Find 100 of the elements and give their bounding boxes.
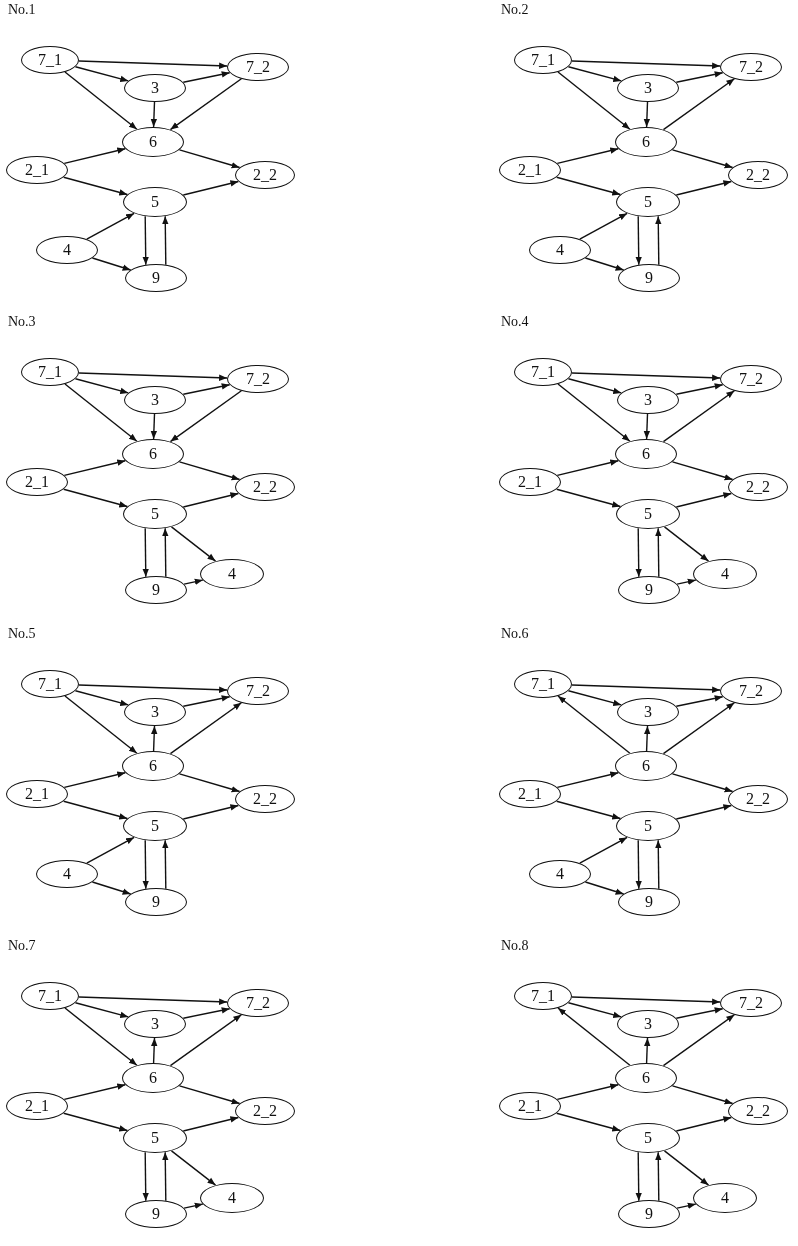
arrow — [169, 390, 243, 443]
ellipse-node: 5 — [616, 499, 680, 529]
ellipse-node: 6 — [615, 439, 677, 469]
arrow — [74, 66, 129, 82]
arrow — [64, 71, 138, 130]
ellipse-node: 2_1 — [6, 156, 68, 184]
ellipse-node: 7_1 — [21, 982, 79, 1010]
arrow — [64, 383, 138, 442]
arrow — [675, 71, 724, 83]
ellipse-node: 9 — [618, 264, 680, 292]
ellipse-node: 9 — [125, 264, 187, 292]
arrow — [671, 773, 734, 793]
arrow — [557, 71, 631, 130]
arrow — [182, 492, 240, 508]
arrow — [567, 690, 622, 706]
arrow — [567, 66, 622, 82]
ellipse-node: 2_1 — [6, 1092, 68, 1120]
ellipse-node: 2_2 — [235, 785, 295, 813]
arrow — [150, 413, 158, 440]
ellipse-node: 4 — [200, 1183, 264, 1213]
arrow — [183, 578, 204, 585]
arrow — [182, 804, 240, 820]
arrow — [150, 101, 158, 128]
arrow — [571, 372, 721, 381]
arrow — [671, 461, 734, 481]
panel-title: No.2 — [501, 2, 529, 18]
ellipse-node: 2_2 — [728, 1097, 788, 1125]
arrow — [556, 459, 619, 477]
arrow — [178, 773, 241, 793]
arrow — [178, 461, 241, 481]
arrow — [91, 257, 132, 271]
arrow — [675, 492, 733, 508]
arrow — [86, 836, 135, 864]
arrow — [62, 1112, 128, 1132]
ellipse-node: 4 — [200, 559, 264, 589]
arrow — [64, 695, 138, 754]
arrow — [74, 690, 129, 706]
arrow — [663, 526, 710, 562]
arrow — [182, 71, 231, 83]
arrow — [662, 1014, 736, 1067]
arrow — [169, 702, 243, 755]
ellipse-node: 4 — [529, 860, 591, 888]
arrow — [643, 101, 651, 128]
ellipse-node: 7_2 — [227, 989, 289, 1017]
arrow — [162, 1151, 169, 1202]
ellipse-node: 6 — [122, 1063, 184, 1093]
arrow — [62, 800, 128, 820]
ellipse-node: 3 — [617, 74, 679, 102]
arrow — [151, 1037, 158, 1064]
arrow — [655, 215, 662, 266]
ellipse-node: 4 — [36, 236, 98, 264]
ellipse-node: 6 — [122, 127, 184, 157]
arrow — [579, 212, 628, 240]
arrow — [571, 996, 721, 1005]
arrow — [662, 78, 736, 131]
ellipse-node: 9 — [125, 1200, 187, 1228]
arrow — [675, 695, 724, 707]
ellipse-node: 2_1 — [499, 468, 561, 496]
arrow — [170, 526, 217, 562]
arrow — [142, 215, 149, 266]
arrow — [91, 881, 132, 895]
ellipse-node: 9 — [125, 888, 187, 916]
ellipse-node: 2_2 — [235, 473, 295, 501]
arrow — [571, 684, 721, 693]
ellipse-node: 2_1 — [499, 1092, 561, 1120]
arrow — [557, 695, 631, 754]
arrow — [170, 1150, 217, 1186]
arrow — [567, 1002, 622, 1018]
ellipse-node: 7_1 — [514, 358, 572, 386]
ellipse-node: 6 — [122, 439, 184, 469]
arrow — [557, 383, 631, 442]
ellipse-node: 4 — [529, 236, 591, 264]
arrow — [557, 1007, 631, 1066]
ellipse-node: 5 — [123, 187, 187, 217]
arrow — [675, 1116, 733, 1132]
ellipse-node: 7_2 — [227, 677, 289, 705]
arrow — [663, 1150, 710, 1186]
ellipse-node: 4 — [693, 559, 757, 589]
arrow — [182, 695, 231, 707]
ellipse-node: 2_2 — [235, 1097, 295, 1125]
panel-title: No.7 — [8, 938, 36, 954]
ellipse-node: 2_2 — [235, 161, 295, 189]
ellipse-node: 5 — [616, 187, 680, 217]
ellipse-node: 7_2 — [720, 989, 782, 1017]
ellipse-node: 9 — [618, 888, 680, 916]
arrow — [675, 180, 733, 196]
arrow — [555, 176, 621, 196]
arrow — [675, 383, 724, 395]
ellipse-node: 5 — [616, 811, 680, 841]
arrow — [655, 527, 662, 578]
ellipse-node: 3 — [124, 386, 186, 414]
arrow — [635, 215, 642, 266]
ellipse-node: 3 — [617, 386, 679, 414]
ellipse-node: 9 — [125, 576, 187, 604]
arrow — [142, 527, 149, 578]
ellipse-node: 7_1 — [514, 46, 572, 74]
ellipse-node: 7_2 — [720, 365, 782, 393]
ellipse-node: 7_1 — [21, 670, 79, 698]
arrow — [182, 1116, 240, 1132]
ellipse-node: 6 — [122, 751, 184, 781]
